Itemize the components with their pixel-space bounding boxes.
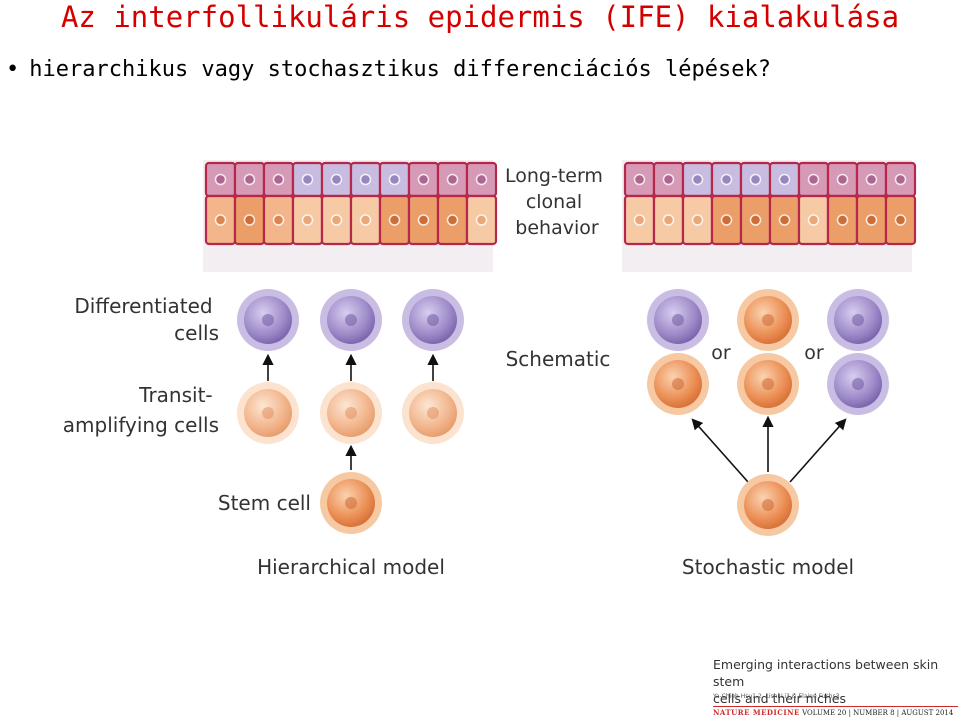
differentiated-cell <box>647 289 709 351</box>
stem-cell <box>320 472 382 534</box>
progenitor-cell <box>737 289 799 351</box>
epidermis-cell-lower <box>204 194 237 246</box>
progenitor-cell <box>737 353 799 415</box>
epidermis-tiles-right <box>623 161 917 246</box>
reference-title: Emerging interactions between skin stem … <box>713 656 960 707</box>
hierarchical-arrows <box>262 353 439 470</box>
schematic-label: Schematic <box>506 347 611 371</box>
differentiated-cells-label: Differentiated cells <box>74 294 219 345</box>
epidermis-cell-upper <box>407 161 440 198</box>
differentiated-cell <box>237 289 299 351</box>
epidermis-cell-upper <box>204 161 237 198</box>
epidermis-cell-upper <box>262 161 295 198</box>
epidermis-cell-lower <box>407 194 440 246</box>
reference-journal-bar: NATURE MEDICINE VOLUME 20 | NUMBER 8 | A… <box>713 706 958 719</box>
epidermis-cell-upper <box>681 161 714 198</box>
epidermis-cell-upper <box>826 161 859 198</box>
transit-amplifying-cell <box>402 382 464 444</box>
epidermis-cell-upper <box>378 161 411 198</box>
stochastic-arrows <box>691 415 847 483</box>
or-label: or <box>711 342 731 364</box>
journal-volume: VOLUME 20 | NUMBER 8 | AUGUST 2014 <box>802 709 954 717</box>
epidermis-cell-lower <box>436 194 469 246</box>
long-term-label: Long-term clonal behavior <box>505 165 609 239</box>
stochastic-cells <box>647 289 889 536</box>
epidermis-cell-upper <box>652 161 685 198</box>
differentiated-cell <box>320 289 382 351</box>
epidermis-cell-lower <box>378 194 411 246</box>
journal-name: NATURE MEDICINE <box>713 708 800 717</box>
differentiated-cell <box>827 353 889 415</box>
epidermis-cell-upper <box>739 161 772 198</box>
epidermis-cell-upper <box>884 161 917 198</box>
transit-amplifying-cell <box>237 382 299 444</box>
epidermis-cell-upper <box>436 161 469 198</box>
transit-amplifying-cell <box>320 382 382 444</box>
epidermis-cell-lower <box>739 194 772 246</box>
transit-amplifying-label: Transit- amplifying cells <box>63 383 219 437</box>
stem-cell-label: Stem cell <box>218 491 311 515</box>
reference-title-line: cells and their niches <box>713 691 846 706</box>
or-label: or <box>804 342 824 364</box>
epidermis-cell-lower <box>623 194 656 246</box>
slide-title: Az interfollikuláris epidermis (IFE) kia… <box>60 0 900 34</box>
epidermis-cell-lower <box>797 194 830 246</box>
progenitor-cell <box>647 353 709 415</box>
bullet-icon: • <box>6 57 20 82</box>
epidermis-cell-lower <box>681 194 714 246</box>
epidermis-cell-upper <box>291 161 324 198</box>
differentiated-cell <box>402 289 464 351</box>
differentiated-cell <box>827 289 889 351</box>
stochastic-model-caption: Stochastic model <box>682 555 854 579</box>
epidermis-cell-lower <box>855 194 888 246</box>
epidermis-cell-lower <box>262 194 295 246</box>
epidermis-cell-lower <box>884 194 917 246</box>
epidermis-cell-lower <box>768 194 801 246</box>
hierarchical-cells <box>237 289 464 534</box>
epidermis-cell-upper <box>465 161 498 198</box>
reference-authors: Ya-Chieh Hsu1,2, Lishi Li3 & Elaine Fuch… <box>713 693 840 700</box>
epidermis-cell-upper <box>855 161 888 198</box>
epidermis-cell-upper <box>349 161 382 198</box>
epidermis-tiles-left <box>204 161 498 246</box>
bullet-text: hierarchikus vagy stochasztikus differen… <box>29 57 771 82</box>
epidermis-cell-upper <box>623 161 656 198</box>
epidermis-cell-lower <box>349 194 382 246</box>
arrow-stem-to-right <box>789 418 847 483</box>
epidermis-cell-upper <box>233 161 266 198</box>
epidermis-cell-lower <box>291 194 324 246</box>
epidermis-cell-upper <box>320 161 353 198</box>
hierarchical-model-caption: Hierarchical model <box>257 555 445 579</box>
epidermis-cell-upper <box>710 161 743 198</box>
arrow-stem-to-left <box>691 418 749 483</box>
stem-cell <box>737 474 799 536</box>
epidermis-cell-lower <box>320 194 353 246</box>
epidermis-cell-upper <box>797 161 830 198</box>
epidermis-cell-lower <box>233 194 266 246</box>
epidermis-cell-lower <box>710 194 743 246</box>
epidermis-cell-lower <box>465 194 498 246</box>
reference-title-line: Emerging interactions between skin stem <box>713 657 939 689</box>
bullet-point: • hierarchikus vagy stochasztikus differe… <box>6 56 771 84</box>
epidermis-cell-lower <box>652 194 685 246</box>
epidermis-cell-lower <box>826 194 859 246</box>
epidermis-cell-upper <box>768 161 801 198</box>
